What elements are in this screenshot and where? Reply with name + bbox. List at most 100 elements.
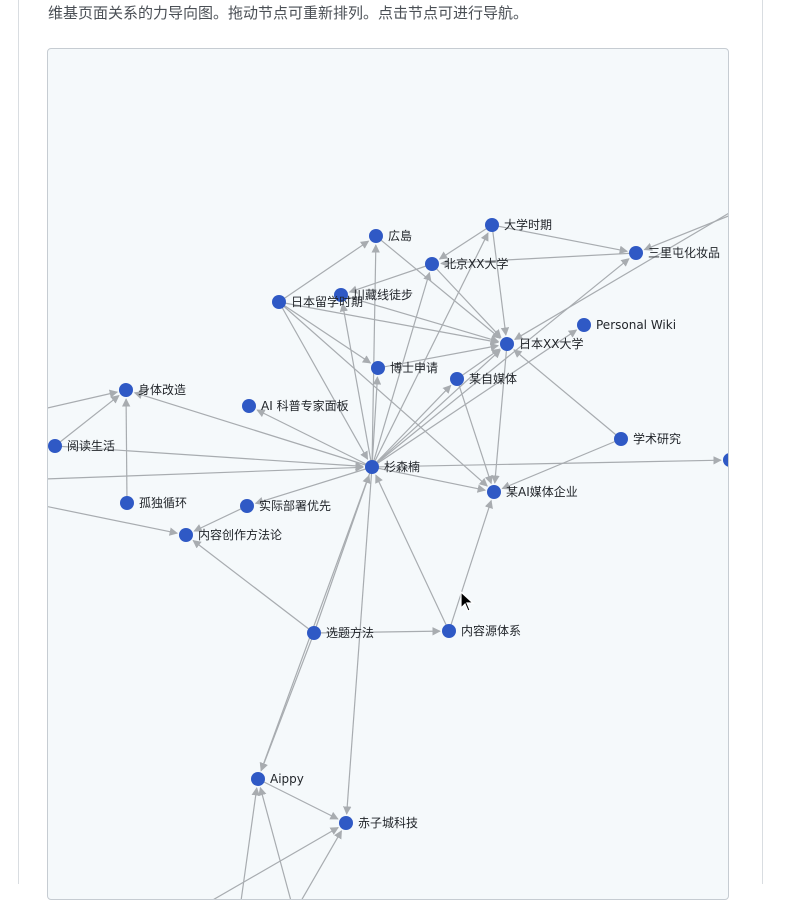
graph-edge — [440, 252, 637, 268]
graph-node-boshi[interactable]: 博士申请 — [371, 360, 438, 375]
graph-node-label: 实际部署优先 — [259, 498, 331, 513]
graph-edge — [260, 632, 315, 772]
graph-node-dot[interactable] — [307, 626, 321, 640]
graph-edge — [258, 786, 292, 899]
graph-node-dot[interactable] — [272, 295, 286, 309]
graph-node-label: 三里屯化妆品 — [648, 246, 720, 260]
graph-edge — [371, 329, 578, 468]
graph-edge — [371, 456, 722, 468]
graph-node-dot[interactable] — [240, 499, 254, 513]
graph-edge — [375, 235, 501, 339]
graph-edge — [313, 474, 371, 634]
graph-edge — [278, 301, 488, 487]
graph-node-label: 某自媒体 — [469, 372, 517, 386]
right-border-rule — [762, 0, 763, 884]
graph-node-dot[interactable] — [369, 229, 383, 243]
graph-node-dot[interactable] — [723, 453, 728, 467]
graph-node-label: 赤子城科技 — [358, 816, 418, 830]
graph-node-sanlitun[interactable]: 三里屯化妆品 — [629, 246, 720, 260]
graph-node-chizicheng[interactable]: 赤子城科技 — [339, 816, 418, 830]
graph-edge — [278, 301, 372, 364]
graph-edge — [431, 263, 502, 339]
graph-node-label: 川藏线徒步 — [353, 288, 413, 302]
graph-node-dot[interactable] — [365, 460, 379, 474]
graph-node-dot[interactable] — [119, 383, 133, 397]
graph-node-dot[interactable] — [48, 439, 62, 453]
graph-node-dot[interactable] — [371, 361, 385, 375]
graph-edge — [456, 378, 493, 485]
graph-edge — [257, 778, 339, 820]
graph-edge — [491, 224, 628, 254]
graph-edge — [438, 224, 493, 260]
graph-node-dot[interactable] — [251, 772, 265, 786]
graph-edge — [371, 349, 501, 468]
graph-node-ai-meiti[interactable]: 某AI媒体企业 — [487, 484, 578, 499]
graph-edge — [514, 212, 728, 340]
graph-node-dot[interactable] — [334, 288, 348, 302]
graph-node-gudu[interactable]: 孤独循环 — [120, 496, 187, 510]
graph-node-guangdao[interactable]: 広島 — [369, 228, 412, 243]
graph-edges — [48, 212, 728, 899]
graph-node-dot[interactable] — [120, 496, 134, 510]
graph-node-xueshu[interactable]: 学术研究 — [614, 431, 681, 446]
graph-node-ai-kepu[interactable]: AI 科普专家面板 — [242, 398, 349, 413]
graph-node-right-edge[interactable] — [723, 453, 728, 467]
graph-node-label: 学术研究 — [633, 431, 681, 446]
graph-edge — [54, 395, 120, 447]
graph-node-xuanti[interactable]: 选题方法 — [307, 625, 374, 640]
graph-node-daxue[interactable]: 大学时期 — [485, 217, 552, 232]
force-graph-panel[interactable]: 広島 大学时期北京XX大学 三里屯化妆品川藏线徒步日本留学时期 Personal Wi… — [47, 48, 729, 900]
graph-edge — [348, 263, 433, 294]
graph-node-label: 身体改造 — [138, 382, 186, 397]
graph-edge — [278, 301, 499, 346]
graph-edge — [643, 215, 728, 251]
graph-node-shiji[interactable]: 实际部署优先 — [240, 498, 331, 513]
graph-node-dot[interactable] — [629, 246, 643, 260]
graph-edge — [491, 343, 508, 484]
graph-edge — [377, 342, 499, 369]
graph-node-dot[interactable] — [242, 399, 256, 413]
graph-node-dot[interactable] — [485, 218, 499, 232]
graph-node-label: 内容源体系 — [461, 623, 521, 638]
graph-node-shansennan[interactable]: 杉森楠 — [365, 459, 420, 474]
graph-node-dot[interactable] — [500, 337, 514, 351]
graph-node-aippy[interactable]: Aippy — [251, 772, 304, 786]
graph-node-chuanzang[interactable]: 川藏线徒步 — [334, 288, 413, 302]
graph-node-dot[interactable] — [442, 624, 456, 638]
graph-node-dot[interactable] — [487, 485, 501, 499]
graph-node-dot[interactable] — [179, 528, 193, 542]
graph-edge — [375, 474, 450, 632]
graph-edge — [256, 409, 373, 468]
graph-node-dot[interactable] — [614, 432, 628, 446]
graph-edge — [340, 294, 500, 344]
graph-node-label: 内容创作方法论 — [198, 527, 282, 542]
left-border-rule — [18, 0, 19, 884]
graph-node-riben-daxue[interactable]: 日本XX大学 — [500, 336, 583, 351]
graph-edge — [371, 258, 630, 468]
graph-node-dot[interactable] — [577, 318, 591, 332]
graph-node-dot[interactable] — [425, 257, 439, 271]
graph-edge — [513, 349, 622, 440]
graph-node-yuedu[interactable]: 阅读生活 — [48, 439, 115, 453]
graph-node-label: Personal Wiki — [596, 318, 676, 332]
graph-edge — [343, 466, 373, 815]
graph-node-label: 広島 — [388, 228, 412, 243]
graph-node-neirongyuan[interactable]: 内容源体系 — [442, 623, 521, 638]
graph-node-beijing[interactable]: 北京XX大学 — [425, 256, 508, 271]
graph-node-neirong-chuangzuo[interactable]: 内容创作方法论 — [179, 527, 282, 542]
graph-node-shenti[interactable]: 身体改造 — [119, 382, 186, 397]
graph-node-dot[interactable] — [339, 816, 353, 830]
graph-node-mouzimeiti[interactable]: 某自媒体 — [450, 372, 517, 386]
graph-node-label: 孤独循环 — [139, 496, 187, 510]
graph-node-dot[interactable] — [450, 372, 464, 386]
graph-node-personal-wiki[interactable]: Personal Wiki — [577, 318, 676, 332]
graph-node-label: 日本XX大学 — [519, 336, 583, 351]
graph-edge — [371, 244, 380, 468]
graph-node-label: Aippy — [270, 772, 304, 786]
graph-edge — [456, 348, 501, 380]
graph-edge — [301, 830, 343, 899]
graph-node-riben-liuxue[interactable]: 日本留学时期 — [272, 294, 363, 309]
graph-edge — [501, 438, 622, 490]
